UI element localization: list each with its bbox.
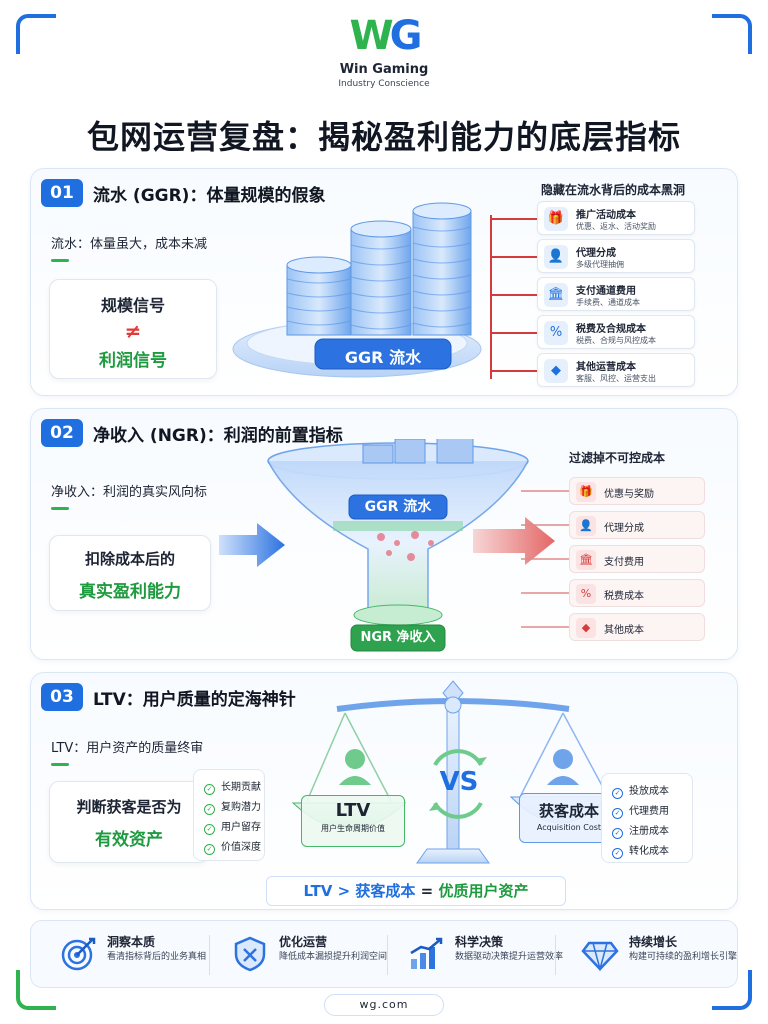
divider <box>387 935 388 975</box>
check-icon: ✓ <box>204 804 215 815</box>
gift-icon: 🎁 <box>544 207 568 231</box>
callout-top: 规模信号 <box>100 296 165 315</box>
benefit-optimize: 优化运营 降低成本漏损提升利润空间 <box>231 931 401 979</box>
funnel-top-label: GGR 流水 <box>364 499 432 515</box>
benefit-insight: 洞察本质 看清指标背后的业务真相 <box>59 931 229 979</box>
ltv-formula: LTV > 获客成本 = 优质用户资产 <box>266 876 566 906</box>
brand-tagline: Industry Conscience <box>338 79 430 89</box>
cost-list-title: 隐藏在流水背后的成本黑洞 <box>541 183 686 197</box>
user-icon: 👤 <box>576 516 596 536</box>
arrow-right-icon <box>219 523 285 567</box>
ggr-label: GGR 流水 <box>344 348 422 367</box>
callout-bottom: 有效资产 <box>95 830 163 850</box>
filter-item-tax: % 税费成本 <box>569 579 705 607</box>
check-item: ✓转化成本 <box>612 842 669 859</box>
filter-item-other: ◆ 其他成本 <box>569 613 705 641</box>
shield-icon <box>234 936 266 972</box>
callout-box: 判断获客是否为 有效资产 <box>49 781 209 863</box>
callout-box: 扣除成本后的 真实盈利能力 <box>49 535 211 611</box>
filter-item-payment: 🏛 支付费用 <box>569 545 705 573</box>
check-icon: ✓ <box>612 828 623 839</box>
check-item: ✓价值深度 <box>204 838 261 855</box>
bar-chart-icon <box>410 937 443 969</box>
check-icon: ✓ <box>612 788 623 799</box>
user-icon: 👤 <box>544 245 568 269</box>
divider <box>209 935 210 975</box>
check-item: ✓复购潜力 <box>204 798 261 815</box>
callout-top: 扣除成本后的 <box>84 550 175 568</box>
section-ltv: 03 LTV：用户质量的定海神针 LTV：用户资产的质量终审 判断获客是否为 有… <box>30 672 738 910</box>
funnel-illustration <box>267 439 555 652</box>
cost-item-payment: 🏛 支付通道费用 手续费、通道成本 <box>537 277 695 311</box>
cost-item-agent: 👤 代理分成 多级代理抽佣 <box>537 239 695 273</box>
check-item: ✓用户留存 <box>204 818 261 835</box>
check-item: ✓投放成本 <box>612 782 669 799</box>
cost-item-promotion: 🎁 推广活动成本 优惠、返水、活动奖励 <box>537 201 695 235</box>
section-number: 03 <box>41 683 83 711</box>
box-icon: ◆ <box>544 359 568 383</box>
check-item: ✓长期贡献 <box>204 778 261 795</box>
coin-stacks-illustration <box>232 202 482 378</box>
section-subtitle: 净收入：利润的真实风向标 <box>51 485 208 500</box>
callout-box: 规模信号 ≠ 利润信号 <box>49 279 217 379</box>
check-icon: ✓ <box>204 824 215 835</box>
check-icon: ✓ <box>612 848 623 859</box>
check-icon: ✓ <box>612 808 623 819</box>
box-icon: ◆ <box>576 618 596 638</box>
cost-item-tax: % 税费及合规成本 税费、合规与风控成本 <box>537 315 695 349</box>
check-item: ✓注册成本 <box>612 822 669 839</box>
frame-corner-bottom-left <box>16 970 56 1010</box>
ltv-checklist: ✓长期贡献 ✓复购潜力 ✓用户留存 ✓价值深度 <box>193 769 265 861</box>
not-equal-symbol: ≠ <box>124 319 142 343</box>
cost-item-other: ◆ 其他运营成本 客服、风控、运营支出 <box>537 353 695 387</box>
benefit-decision: 科学决策 数据驱动决策提升运营效率 <box>407 931 577 979</box>
section-number: 01 <box>41 179 83 207</box>
page-title: 包网运营复盘：揭秘盈利能力的底层指标 <box>86 118 681 156</box>
filter-item-promotion: 🎁 优惠与奖励 <box>569 477 705 505</box>
section-title: 流水 (GGR)：体量规模的假象 <box>93 186 326 206</box>
ltv-card: LTV 用户生命周期价值 <box>301 795 405 847</box>
bank-icon: 🏛 <box>576 550 596 570</box>
frame-corner-bottom-right <box>712 970 752 1010</box>
benefits-row: 洞察本质 看清指标背后的业务真相 优化运营 降低成本漏损提升利润空间 科学决策 … <box>30 920 738 988</box>
check-item: ✓代理费用 <box>612 802 669 819</box>
section-number: 02 <box>41 419 83 447</box>
vs-label: VS <box>439 767 479 797</box>
target-icon <box>61 937 96 971</box>
cac-checklist: ✓投放成本 ✓代理费用 ✓注册成本 ✓转化成本 <box>601 773 693 863</box>
section-subtitle: LTV：用户资产的质量终审 <box>51 741 204 756</box>
gift-icon: 🎁 <box>576 482 596 502</box>
logo: WG <box>349 13 423 59</box>
brand-name: Win Gaming <box>339 62 429 77</box>
frame-corner-top-right <box>712 14 752 54</box>
accent-dash <box>51 259 69 262</box>
filter-item-agent: 👤 代理分成 <box>569 511 705 539</box>
section-title: LTV：用户质量的定海神针 <box>93 690 296 710</box>
section-title: 净收入 (NGR)：利润的前置指标 <box>93 426 343 446</box>
callout-top: 判断获客是否为 <box>76 798 182 816</box>
filter-list-title: 过滤掉不可控成本 <box>569 451 666 465</box>
accent-dash <box>51 507 69 510</box>
website-url[interactable]: wg.com <box>324 994 444 1016</box>
callout-bottom: 真实盈利能力 <box>79 582 181 602</box>
callout-bottom: 利润信号 <box>99 351 167 371</box>
frame-corner-top-left <box>16 14 56 54</box>
check-icon: ✓ <box>204 844 215 855</box>
check-icon: ✓ <box>204 784 215 795</box>
accent-dash <box>51 763 69 766</box>
percent-icon: % <box>576 584 596 604</box>
section-ngr: 02 净收入 (NGR)：利润的前置指标 净收入：利润的真实风向标 扣除成本后的… <box>30 408 738 660</box>
diamond-icon <box>581 941 619 972</box>
divider <box>555 935 556 975</box>
benefit-growth: 持续增长 构建可持续的盈利增长引擎 <box>581 931 751 979</box>
percent-icon: % <box>544 321 568 345</box>
bank-icon: 🏛 <box>544 283 568 307</box>
section-subtitle: 流水：体量虽大，成本未减 <box>51 237 208 252</box>
funnel-bottom-label: NGR 净收入 <box>360 630 436 645</box>
section-ggr: 01 流水 (GGR)：体量规模的假象 流水：体量虽大，成本未减 规模信号 ≠ … <box>30 168 738 396</box>
header: WG Win Gaming Industry Conscience <box>0 14 768 89</box>
